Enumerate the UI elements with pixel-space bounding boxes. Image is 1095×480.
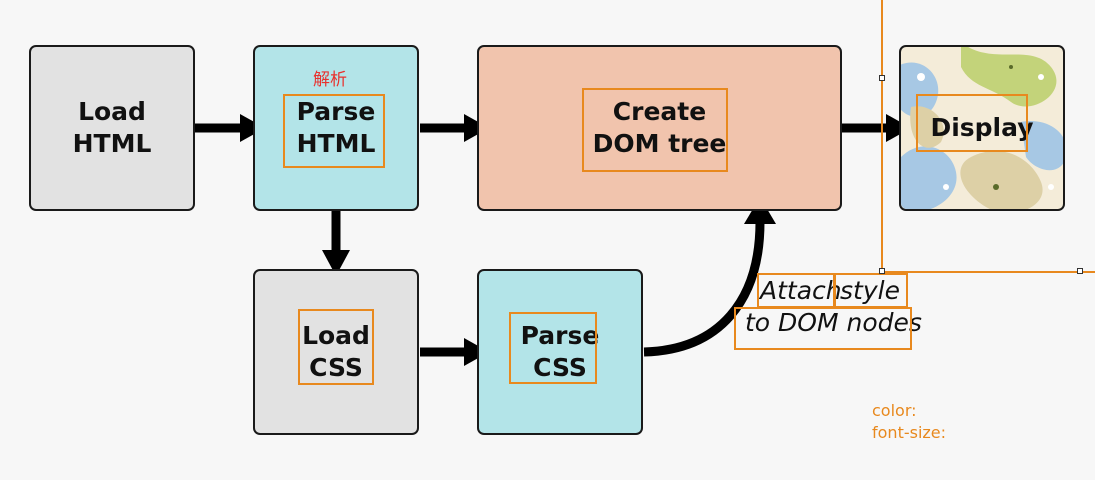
create-dom-node: Create DOM tree bbox=[477, 45, 842, 211]
resize-handle[interactable] bbox=[1077, 268, 1083, 274]
resize-handle[interactable] bbox=[879, 75, 885, 81]
resize-handle[interactable] bbox=[879, 268, 885, 274]
create-dom-highlight bbox=[582, 88, 728, 172]
arrow-parse-css-to-create-dom bbox=[643, 221, 765, 357]
create-dom-label: Create DOM tree bbox=[592, 97, 727, 158]
attach-word: Attach bbox=[760, 276, 842, 305]
load-css-label: Load CSS bbox=[302, 321, 370, 382]
css-prop-font-size: font-size: bbox=[872, 423, 947, 442]
load-css-highlight bbox=[298, 309, 374, 385]
css-properties-note: color: font-size: bbox=[872, 400, 946, 444]
style-highlight bbox=[834, 273, 908, 308]
load-html-node: Load HTML bbox=[29, 45, 195, 211]
load-html-label: Load HTML bbox=[72, 97, 152, 158]
vertical-guide-line[interactable] bbox=[881, 0, 883, 272]
display-label: Display bbox=[930, 113, 1034, 142]
display-node: Display bbox=[899, 45, 1065, 211]
parse-css-highlight bbox=[509, 312, 597, 384]
parse-html-label: Parse HTML bbox=[296, 97, 376, 158]
to-dom-nodes-highlight bbox=[734, 307, 912, 350]
parse-html-highlight bbox=[283, 94, 385, 168]
style-word: style bbox=[840, 276, 900, 305]
horizontal-guide-line[interactable] bbox=[881, 271, 1095, 273]
attach-highlight bbox=[757, 273, 835, 308]
parse-annotation: 解析 bbox=[313, 70, 347, 90]
parse-css-label: Parse CSS bbox=[520, 321, 600, 382]
display-pattern bbox=[901, 47, 1063, 209]
to-dom-nodes-text: to DOM nodes bbox=[745, 308, 922, 337]
css-prop-color: color: bbox=[872, 401, 917, 420]
display-highlight bbox=[916, 94, 1028, 152]
parse-css-node: Parse CSS bbox=[477, 269, 643, 435]
parse-html-node: 解析 Parse HTML bbox=[253, 45, 419, 211]
load-css-node: Load CSS bbox=[253, 269, 419, 435]
